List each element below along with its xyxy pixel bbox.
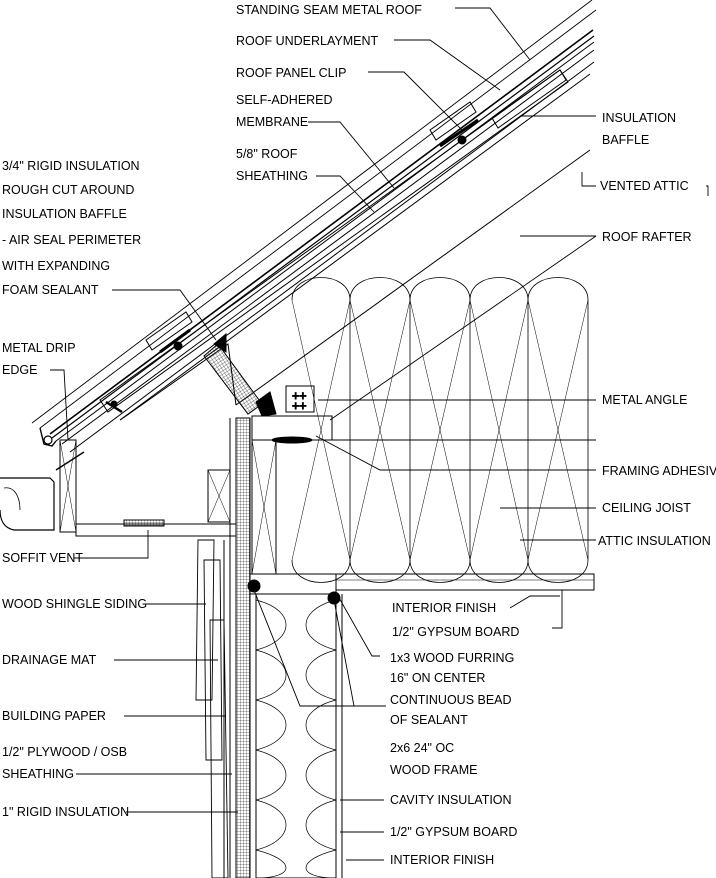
label-frame-1: 2x6 24" OC [390, 741, 454, 755]
svg-text:++: ++ [292, 399, 307, 413]
gutter [0, 477, 55, 531]
gutter-bracket [55, 451, 85, 471]
rigid-insulation-band [99, 69, 569, 413]
label-drip-2: EDGE [2, 363, 37, 377]
label-building-paper: BUILDING PAPER [2, 709, 106, 723]
label-vented-attic: VENTED ATTIC [600, 179, 689, 193]
sealant-bead-1 [247, 579, 261, 593]
rigid-insulation-wall [235, 417, 251, 878]
label-furring-1: 1x3 WOOD FURRING [390, 651, 514, 665]
stud-cavity [255, 593, 337, 878]
soffit-vent [123, 519, 165, 527]
label-rigid-2: ROUGH CUT AROUND [2, 183, 134, 197]
label-rigid-insulation-1in: 1" RIGID INSULATION [2, 805, 129, 819]
sheathing-top [61, 49, 595, 445]
leader-lines [50, 7, 709, 861]
svg-text:++: ++ [292, 389, 307, 403]
label-interior-finish-bottom: INTERIOR FINISH [390, 853, 494, 867]
drip-edge-hem [43, 435, 53, 445]
eave-fastener [105, 400, 123, 414]
underlayment-line [55, 41, 595, 442]
label-interior-finish-top: INTERIOR FINISH [392, 601, 496, 615]
sheathing-bottom [69, 61, 595, 453]
label-gypsum-top: 1/2" GYPSUM BOARD [392, 625, 519, 639]
label-plywood-1: 1/2" PLYWOOD / OSB [2, 745, 127, 759]
rafter-lower-edge [119, 73, 591, 421]
label-soffit-vent: SOFFIT VENT [2, 551, 83, 565]
label-standing-seam: STANDING SEAM METAL ROOF [236, 3, 422, 17]
label-framing-adhesive: FRAMING ADHESIVE [602, 464, 716, 478]
drip-edge [39, 427, 57, 447]
label-roof-rafter: ROOF RAFTER [602, 230, 692, 244]
label-rigid-4: - AIR SEAL PERIMETER [2, 233, 141, 247]
label-sealant-2: OF SEALANT [390, 713, 468, 727]
standing-seam-roof-outline [31, 0, 593, 424]
labels: STANDING SEAM METAL ROOF ROOF UNDERLAYME… [2, 3, 716, 867]
label-underlayment: ROOF UNDERLAYMENT [236, 34, 379, 48]
metal-angle [285, 385, 315, 413]
wall-assembly [195, 417, 343, 878]
foam-sealant-2 [255, 391, 277, 417]
label-sealant-1: CONTINUOUS BEAD [390, 693, 512, 707]
label-cavity-insulation: CAVITY INSULATION [390, 793, 512, 807]
label-membrane-1: SELF-ADHERED [236, 93, 333, 107]
label-ceiling-joist: CEILING JOIST [602, 501, 691, 515]
attic-insulation [291, 277, 589, 583]
label-baffle-2: BAFFLE [602, 133, 649, 147]
standing-seam-roof-line [39, 9, 597, 429]
wood-shingles [195, 539, 229, 878]
wall-top-plate [249, 573, 337, 595]
label-metal-angle: METAL ANGLE [602, 393, 687, 407]
label-sheathing-1: 5/8" ROOF [236, 147, 298, 161]
cavity-insulation-loops [255, 599, 337, 878]
top-plate [251, 415, 333, 441]
label-sheathing-2: SHEATHING [236, 169, 308, 183]
label-plywood-2: SHEATHING [2, 767, 74, 781]
label-furring-2: 16" ON CENTER [390, 671, 485, 685]
label-shingle-siding: WOOD SHINGLE SIDING [2, 597, 147, 611]
label-drip-1: METAL DRIP [2, 341, 76, 355]
rigid-insulation-cut [203, 343, 263, 415]
panel-clip-2 [429, 101, 479, 148]
ceiling-framing: ++ ++ [251, 385, 595, 591]
label-rigid-3: INSULATION BAFFLE [2, 207, 127, 221]
soffit-gutter [0, 439, 237, 537]
label-drainage-mat: DRAINAGE MAT [2, 653, 97, 667]
label-gypsum-bottom: 1/2" GYPSUM BOARD [390, 825, 517, 839]
label-rigid-1: 3/4" RIGID INSULATION [2, 159, 140, 173]
roof-assembly [31, 0, 597, 453]
label-frame-2: WOOD FRAME [390, 763, 478, 777]
panel-clip-1 [145, 311, 193, 354]
insulation-baffle [491, 69, 567, 129]
label-baffle-1: INSULATION [602, 111, 676, 125]
label-membrane-2: MEMBRANE [236, 115, 308, 129]
label-attic-insulation: ATTIC INSULATION [598, 534, 711, 548]
label-rigid-5: WITH EXPANDING [2, 259, 110, 273]
sealant-bead-2 [327, 591, 341, 605]
metal-panel-line-b [51, 35, 595, 439]
label-rigid-6: FOAM SEALANT [2, 283, 99, 297]
rafter-bottom [235, 149, 591, 406]
metal-panel-line [49, 29, 594, 435]
label-panel-clip: ROOF PANEL CLIP [236, 66, 346, 80]
